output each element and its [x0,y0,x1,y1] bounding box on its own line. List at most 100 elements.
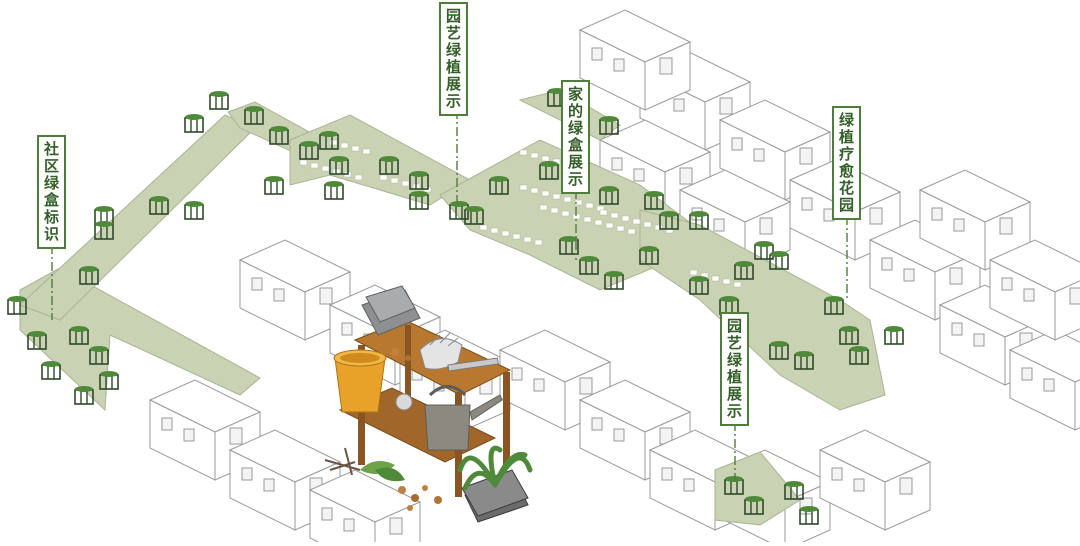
green-planter [209,91,229,110]
green-planter [149,196,169,215]
green-planter [324,181,344,200]
paving-tile [390,177,399,184]
watering-can [395,385,503,451]
paving-tile [329,139,338,146]
green-planter [329,156,349,175]
paving-tile [299,159,308,166]
green-planter [7,296,27,315]
paving-tile [479,224,488,231]
paving-tile [550,207,559,214]
green-planter [299,141,319,160]
house [308,469,422,546]
paving-tile [519,149,528,156]
green-planter [794,351,814,370]
paving-tile [401,180,410,187]
paving-tile [519,184,528,191]
house [148,379,262,481]
paving-tile [654,224,663,231]
gray-tray [361,285,421,336]
paving-tile [599,209,608,216]
green-planter [539,161,559,180]
paving-tile [490,227,499,234]
paving-tile [689,269,698,276]
gardening-gloves [419,332,463,370]
paving-tile [354,174,363,181]
paving-tile [583,216,592,223]
house [1008,329,1080,431]
house [988,239,1080,341]
paving-tile [530,152,539,159]
green-planter [489,176,509,195]
green-planter [264,176,284,195]
paving-tile [501,230,510,237]
paving-tile [362,148,371,155]
green-planter [599,186,619,205]
green-planter [27,331,47,350]
paving-tile [711,275,720,282]
green-planter [839,326,859,345]
label-healing-garden: 绿植疗愈花园 [832,106,861,220]
green-planter [799,506,819,525]
green-planter [409,191,429,210]
green-planter [74,386,94,405]
bench-leg [405,325,411,405]
path-south-spur [714,451,801,526]
paving-tile [541,190,550,197]
green-planter [94,221,114,240]
label-community-sign: 社区绿盒标识 [37,135,66,249]
hand-rake [447,357,499,372]
green-planter [69,326,89,345]
house [238,239,352,341]
green-planter [659,211,679,230]
label-home-green-box: 家的绿盒展示 [561,80,590,194]
paving-tile [594,219,603,226]
leader-lines [51,110,848,485]
green-planter [79,266,99,285]
label-garden-display-bottom: 园艺绿植展示 [720,312,749,426]
green-planter [644,191,664,210]
paving-tile [379,174,388,181]
paving-tile [321,165,330,172]
green-planter [409,171,429,190]
green-planter [269,126,289,145]
green-planter [319,131,339,150]
green-planter [579,256,599,275]
green-planter [99,371,119,390]
paving-tile [310,162,319,169]
green-planter [769,251,789,270]
paving-tile [534,239,543,246]
planter-group [7,88,904,525]
paving-tile [523,236,532,243]
green-planter [849,346,869,365]
paving-tile [351,145,360,152]
green-planter [744,496,764,515]
green-planter [724,476,744,495]
paving-tile [632,218,641,225]
house [498,329,612,431]
paving-tile [722,278,731,285]
scattered-bulbs [391,348,442,511]
house [578,9,692,111]
green-planter [559,236,579,255]
green-planter [599,116,619,135]
herb-bundle [324,447,405,482]
paving-tile [552,193,561,200]
paving-tile [585,202,594,209]
green-planter [379,156,399,175]
green-planter [689,211,709,230]
green-planter [184,114,204,133]
green-planter [449,201,469,220]
paving-tile [665,227,674,234]
paving-tile [539,204,548,211]
green-planter [244,106,264,125]
potting-bench-illustration [324,285,533,523]
green-planter [884,326,904,345]
bench-leg [503,372,510,467]
paving-tile [643,221,652,228]
green-planter [754,241,774,260]
paving-tile [561,210,570,217]
green-planter [41,361,61,380]
green-planter [464,206,484,225]
